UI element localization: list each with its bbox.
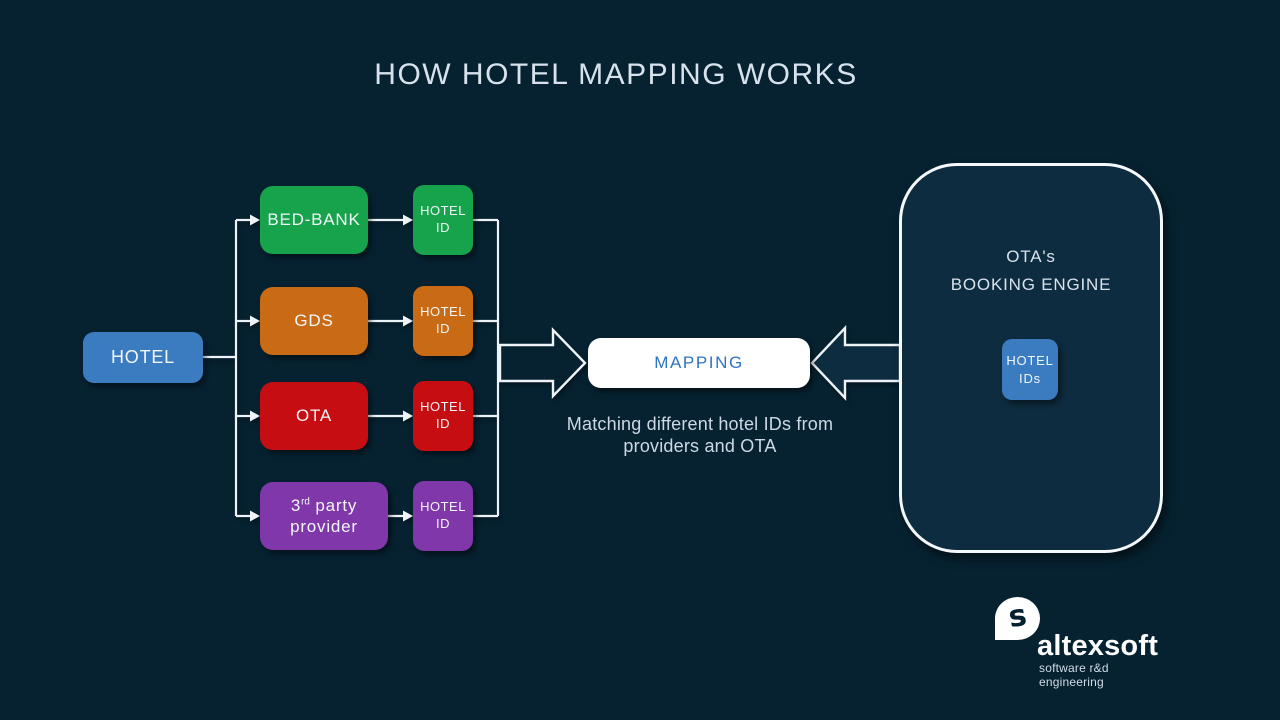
page-title: HOW HOTEL MAPPING WORKS <box>374 58 858 91</box>
engine-to-mapping-arrow <box>810 324 902 402</box>
logo-s-glyph: s <box>1005 597 1029 636</box>
branch-arrowheads <box>250 214 260 522</box>
mapping-label: MAPPING <box>654 353 744 372</box>
arrowhead-icon <box>403 315 413 327</box>
hotel-id-box-bed-bank: HOTEL ID <box>413 185 473 255</box>
mapping-caption: Matching different hotel IDs from provid… <box>566 414 834 456</box>
hotel-ids-box: HOTEL IDs <box>1002 339 1058 400</box>
provider-label: BED-BANK <box>267 210 361 230</box>
provider-box-ota: OTA <box>260 382 368 450</box>
id-arrowheads <box>403 214 413 522</box>
arrowhead-icon <box>403 214 413 226</box>
arrowhead-icon <box>250 214 260 226</box>
hotel-id-box-ota: HOTEL ID <box>413 381 473 451</box>
provider-box-gds: GDS <box>260 287 368 355</box>
arrowhead-icon <box>403 410 413 422</box>
hotel-box: HOTEL <box>83 332 203 383</box>
provider-box-3rd-party: 3rd party provider <box>260 482 388 550</box>
provider-label: 3rd party provider <box>290 495 358 536</box>
hotel-label: HOTEL <box>110 347 175 367</box>
altexsoft-logo-tagline: software r&d engineering <box>1039 661 1109 689</box>
provider-label: GDS <box>294 311 334 331</box>
altexsoft-logo-icon: s <box>995 597 1040 640</box>
booking-engine-title: OTA's BOOKING ENGINE <box>950 247 1112 294</box>
provider-label: OTA <box>295 406 333 426</box>
ordinal-suffix: rd <box>301 496 310 508</box>
hotel-id-box-gds: HOTEL ID <box>413 286 473 356</box>
mapping-box: MAPPING <box>588 338 810 388</box>
arrowhead-icon <box>250 315 260 327</box>
altexsoft-logo-name: altexsoft <box>1037 630 1159 662</box>
arrowhead-icon <box>250 510 260 522</box>
arrowhead-icon <box>250 410 260 422</box>
provider-box-bed-bank: BED-BANK <box>260 186 368 254</box>
arrowhead-icon <box>403 510 413 522</box>
bus-to-mapping-arrow <box>498 327 587 399</box>
hotel-id-box-3rd-party: HOTEL ID <box>413 481 473 551</box>
